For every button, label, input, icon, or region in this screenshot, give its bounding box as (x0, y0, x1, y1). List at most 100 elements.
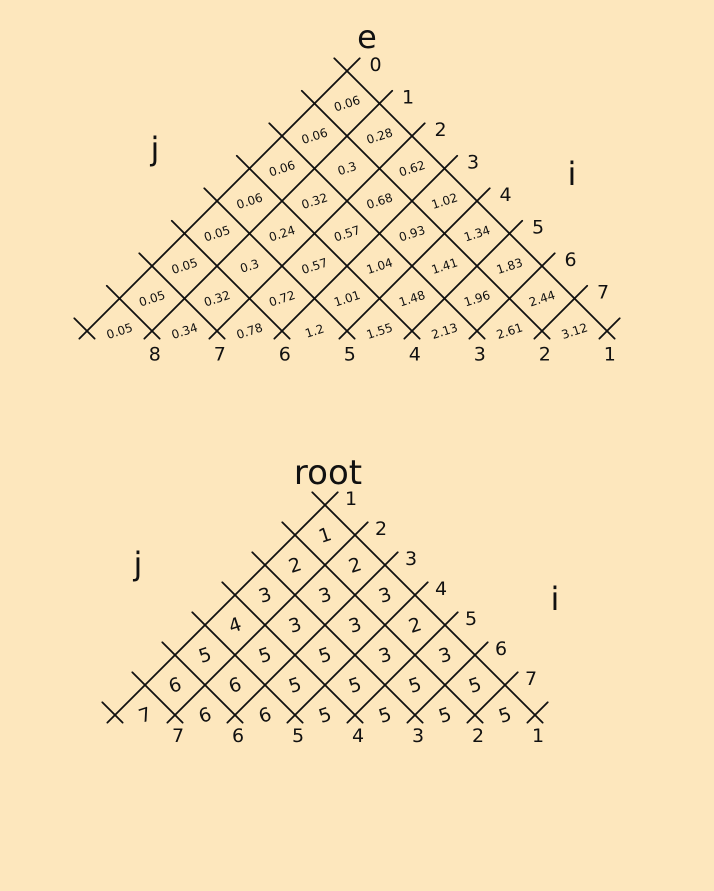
e-grid-line (468, 252, 556, 340)
root-cell-value: 3 (376, 643, 394, 668)
root-cell-value: 6 (226, 673, 244, 698)
root-grid-line (281, 521, 484, 724)
root-cell-value: 5 (406, 673, 424, 698)
root-grid-line (251, 551, 424, 724)
e-cell-value: 0.06 (235, 190, 265, 212)
root-cell-value: 5 (316, 643, 334, 668)
root-j-index-label: 1 (345, 488, 357, 510)
e-grid-line (300, 89, 551, 340)
root-grid-line (346, 611, 459, 724)
root-cell-value: 5 (376, 703, 394, 728)
root-grid-line (191, 611, 304, 724)
e-cell-value: 0.72 (267, 288, 297, 310)
e-j-index-label: 6 (564, 249, 576, 271)
e-cell-value: 0.78 (235, 320, 265, 342)
root-cell-value: 2 (406, 613, 424, 638)
e-cell-value: 0.34 (170, 320, 200, 342)
e-cell-value: 0.28 (365, 125, 395, 147)
root-j-index-label: 7 (525, 668, 537, 690)
e-cell-value: 0.57 (332, 223, 362, 245)
e-cell-value: 1.41 (430, 255, 460, 277)
e-cell-value: 1.83 (495, 255, 525, 277)
e-i-index-label: 6 (279, 343, 291, 365)
root-grid-line (161, 641, 244, 724)
root-j-index-label: 3 (405, 548, 417, 570)
root-grid-line (131, 671, 184, 724)
e-i-axis-label: i (568, 155, 577, 193)
e-cell-value: 0.32 (202, 288, 232, 310)
e-table-title: e (357, 18, 377, 56)
e-grid-line (403, 219, 524, 340)
root-cell-value: 5 (196, 643, 214, 668)
root-cell-value: 3 (316, 583, 334, 608)
e-j-index-label: 7 (597, 282, 609, 304)
root-grid-line (101, 701, 124, 724)
e-grid-line (338, 187, 491, 340)
e-cell-value: 0.05 (137, 288, 167, 310)
e-grid-line (78, 57, 361, 340)
root-grid-line (221, 581, 364, 724)
e-i-index-label: 1 (604, 343, 616, 365)
e-grid-line (533, 284, 589, 340)
e-cell-value: 1.34 (462, 223, 492, 245)
e-cell-value: 0.05 (202, 223, 232, 245)
e-cell-value: 0.3 (238, 257, 260, 276)
e-cell-value: 1.48 (397, 288, 427, 310)
e-grid-line (203, 187, 356, 340)
e-j-index-label: 3 (467, 152, 479, 174)
root-cell-value: 3 (436, 643, 454, 668)
e-cell-value: 2.44 (527, 288, 557, 310)
e-i-index-label: 4 (409, 343, 421, 365)
root-cell-value: 3 (376, 583, 394, 608)
e-j-index-label: 5 (532, 217, 544, 239)
e-cell-value: 0.05 (105, 320, 135, 342)
root-cell-value: 5 (496, 703, 514, 728)
e-j-index-label: 2 (434, 119, 446, 141)
e-grid-line (138, 252, 226, 340)
e-cell-value: 1.01 (332, 288, 362, 310)
root-cell-value: 5 (466, 673, 484, 698)
root-i-index-label: 4 (352, 725, 364, 747)
e-cell-value: 1.96 (462, 288, 492, 310)
e-i-index-label: 3 (474, 343, 486, 365)
e-grid-line (333, 57, 616, 340)
root-grid-line (311, 491, 544, 724)
root-cell-value: 2 (286, 553, 304, 578)
e-grid-line (105, 284, 161, 340)
root-grid-line (226, 551, 399, 724)
root-cell-value: 3 (256, 583, 274, 608)
root-i-axis-label: i (551, 580, 560, 618)
root-cell-value: 7 (136, 703, 154, 728)
e-cell-value: 0.24 (267, 223, 297, 245)
root-cell-value: 6 (166, 673, 184, 698)
e-j-index-label: 1 (402, 87, 414, 109)
root-cell-value: 5 (316, 703, 334, 728)
root-grid-lines (101, 491, 549, 724)
e-cell-value: 0.06 (332, 93, 362, 115)
e-cell-value: 0.32 (300, 190, 330, 212)
root-j-index-label: 4 (435, 578, 447, 600)
root-i-index-label: 6 (232, 725, 244, 747)
root-grid-line (466, 671, 519, 724)
e-cell-value: 0.06 (267, 158, 297, 180)
root-grid-line (406, 641, 489, 724)
root-cell-value: 1 (316, 523, 334, 548)
e-j-axis-label: j (150, 130, 160, 168)
root-cell-value: 2 (346, 553, 364, 578)
e-j-index-label: 4 (499, 184, 511, 206)
e-grid-line (268, 122, 486, 340)
e-cell-value: 2.61 (495, 320, 525, 342)
root-cell-value: 5 (256, 643, 274, 668)
root-cell-value: 3 (346, 613, 364, 638)
e-cell-value: 0.62 (397, 158, 427, 180)
root-cell-value: 6 (256, 703, 274, 728)
root-cell-value: 5 (346, 673, 364, 698)
root-j-index-label: 5 (465, 608, 477, 630)
root-i-index-label: 3 (412, 725, 424, 747)
e-grid-line (598, 317, 621, 340)
